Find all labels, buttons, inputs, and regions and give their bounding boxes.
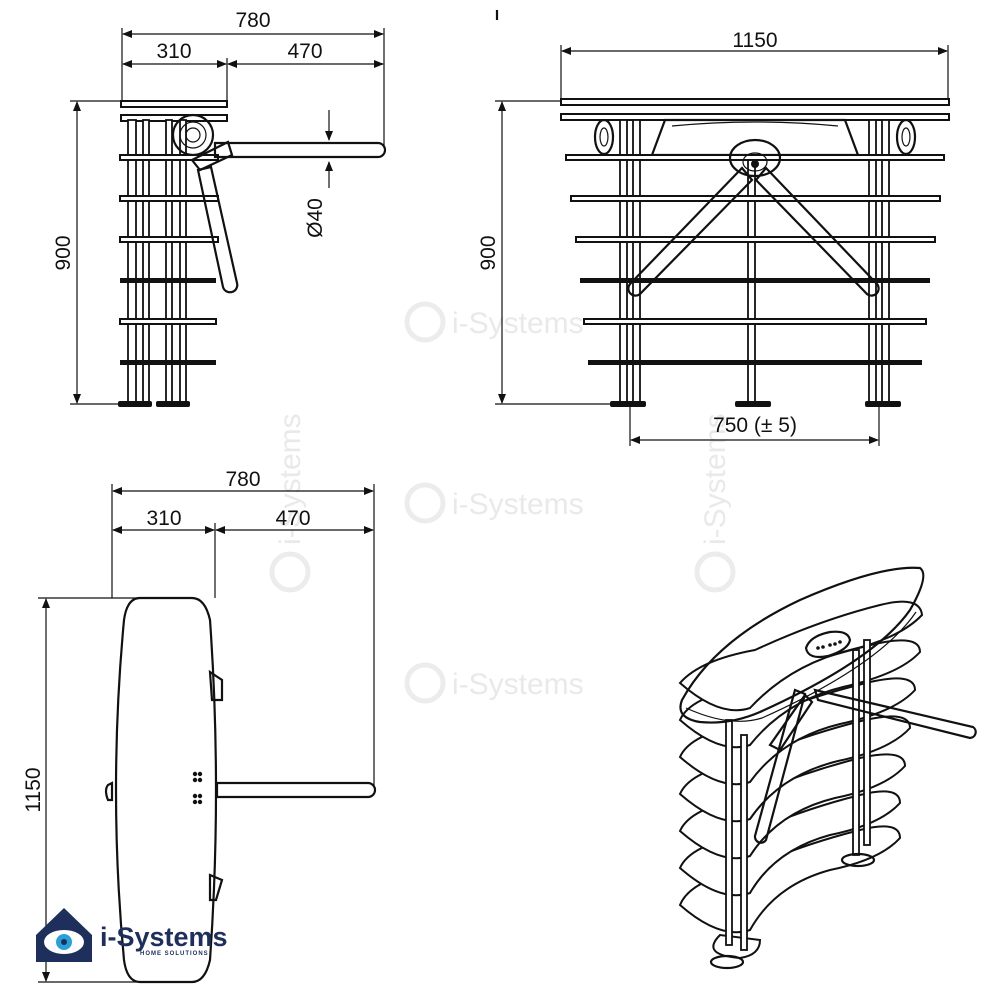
card-reader-icon <box>804 630 852 659</box>
logo-name: i-Systems <box>100 922 228 952</box>
front-dim-width: 1150 <box>732 29 777 52</box>
top-dim-length: 1150 <box>22 767 45 812</box>
eye-house-icon <box>36 908 92 962</box>
isometric-view <box>678 566 977 970</box>
watermark-text-3: i-Systems <box>452 668 584 701</box>
side-dim-total-width: 780 <box>235 9 270 32</box>
watermark-text-5: i-Systems <box>699 413 732 545</box>
front-dim-leg-span: 750 (± 5) <box>713 414 797 437</box>
front-view: 1150 900 750 (± 5) <box>477 29 950 446</box>
watermark-4: i-Systems <box>269 413 311 593</box>
watermark-1: i-Systems <box>404 301 584 343</box>
side-dim-right-width: 470 <box>287 40 322 63</box>
watermark-2: i-Systems <box>404 482 584 524</box>
reader-indicator-icon <box>192 771 203 805</box>
side-dim-height: 900 <box>52 235 75 270</box>
top-view: 780 310 470 1150 <box>22 468 377 984</box>
company-logo: i-Systems HOME SOLUTIONS <box>36 908 228 962</box>
watermark-text-2: i-Systems <box>452 488 584 521</box>
side-dim-left-width: 310 <box>156 40 191 63</box>
top-dim-right-width: 470 <box>275 507 310 530</box>
side-view: 780 310 470 900 Ø40 <box>52 9 387 407</box>
top-dim-total-width: 780 <box>225 468 260 491</box>
watermark-5: i-Systems <box>694 413 736 593</box>
watermark-3: i-Systems <box>404 662 584 704</box>
watermarks: i-Systems i-Systems i-Systems i-Systems … <box>269 301 736 704</box>
side-dim-arm-diameter: Ø40 <box>304 198 327 238</box>
top-dim-left-width: 310 <box>146 507 181 530</box>
watermark-text-1: i-Systems <box>452 307 584 340</box>
front-dim-height: 900 <box>477 235 500 270</box>
watermark-text-4: i-Systems <box>274 413 307 545</box>
logo-tagline: HOME SOLUTIONS <box>140 951 209 957</box>
